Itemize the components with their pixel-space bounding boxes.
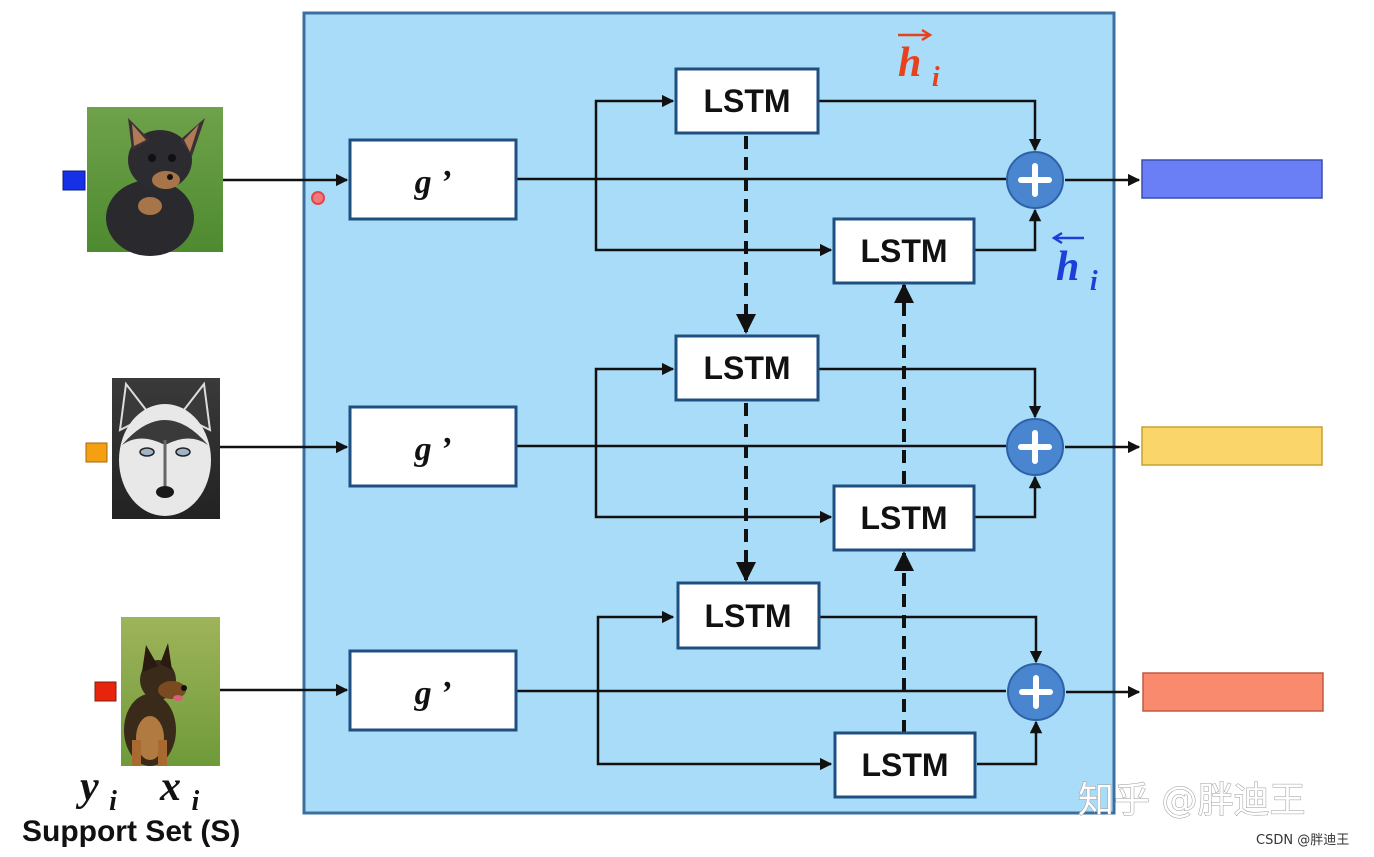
forward-lstm-1: LSTM	[674, 67, 820, 135]
plus-icon	[1018, 163, 1052, 197]
cursor-dot	[311, 191, 325, 205]
lstm-label: LSTM	[703, 83, 790, 119]
label-y: y i	[75, 764, 117, 817]
output-embedding-2	[1141, 426, 1323, 466]
lstm-label: LSTM	[860, 500, 947, 536]
svg-text:h i: h i	[898, 40, 940, 93]
class-label-1	[62, 170, 86, 191]
backward-hidden-label: h i	[1051, 231, 1098, 297]
y-sub: i	[109, 786, 117, 817]
backward-hidden-sub: i	[1090, 266, 1098, 297]
class-label-3	[94, 681, 117, 702]
backward-lstm-2: LSTM	[832, 484, 976, 552]
g-box-1: g ’	[348, 138, 518, 221]
output-embedding-1	[1141, 159, 1323, 199]
g-box-3: g ’	[348, 649, 518, 732]
forward-hidden-sub: i	[932, 62, 940, 93]
recurrent-dashed-lines	[736, 136, 914, 733]
svg-text:h i: h i	[1056, 244, 1098, 297]
forward-hidden-label: h i	[898, 28, 940, 93]
x-sub: i	[192, 786, 200, 817]
german-shepherd-photo	[121, 617, 220, 766]
lstm-label: LSTM	[703, 350, 790, 386]
forward-lstm-3: LSTM	[676, 581, 821, 650]
zhihu-watermark: 知乎 @胖迪王	[1078, 780, 1305, 821]
plus-icon	[1018, 430, 1052, 464]
lstm-label: LSTM	[860, 233, 947, 269]
sum-node-3	[1007, 663, 1065, 721]
g-label: g ’	[414, 431, 452, 468]
label-x: x i	[159, 764, 200, 817]
backward-lstm-3: LSTM	[833, 731, 977, 799]
y-base: y	[75, 764, 99, 810]
plus-icon	[1019, 675, 1053, 709]
connector-lines	[220, 94, 1141, 771]
csdn-watermark: CSDN @胖迪王	[1256, 833, 1349, 848]
chihuahua-photo	[87, 107, 223, 256]
x-base: x	[159, 764, 181, 810]
class-label-2	[85, 442, 108, 463]
backward-hidden-base: h	[1056, 244, 1079, 290]
sum-node-2	[1006, 418, 1064, 476]
forward-hidden-base: h	[898, 40, 921, 86]
g-label: g ’	[414, 164, 452, 201]
sum-node-1	[1006, 151, 1064, 209]
lstm-label: LSTM	[861, 747, 948, 783]
output-embedding-3	[1142, 672, 1324, 712]
lstm-label: LSTM	[704, 598, 791, 634]
forward-lstm-2: LSTM	[674, 334, 820, 402]
support-set-label: Support Set (S)	[22, 815, 240, 848]
g-box-2: g ’	[348, 405, 518, 488]
g-label: g ’	[414, 675, 452, 712]
backward-lstm-1: LSTM	[832, 217, 976, 285]
husky-photo	[112, 378, 220, 519]
